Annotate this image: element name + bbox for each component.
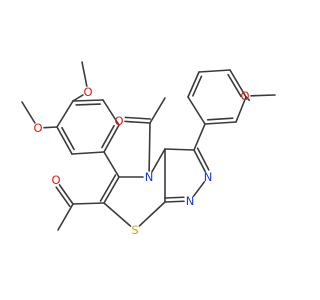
atom-n-triazole-b: N: [186, 194, 195, 208]
bond-cb1-ob1: [58, 184, 74, 205]
bond-ca1-oa1-second: [124, 116, 152, 120]
bond-ca1-oa1: [124, 120, 151, 124]
bond-b1-b2-second: [206, 117, 234, 121]
bond-n5-ca1: [148, 122, 151, 172]
bond-cb1-ob1-second: [55, 186, 71, 208]
bond-c8a-c3: [164, 148, 195, 151]
bond-b6-b1: [187, 96, 206, 125]
atom-o-acetyl-n: O: [114, 114, 123, 128]
bond-a1-c6: [103, 151, 120, 178]
bond-om3-cm3: [250, 94, 276, 97]
bond-b2-b3: [235, 96, 247, 123]
bond-a3-om2: [43, 126, 58, 129]
bond-c7-s: [103, 202, 132, 227]
bond-a6-a1-second: [101, 124, 115, 149]
bond-cb1-cb2: [57, 203, 74, 231]
bond-n5-c8a: [151, 148, 166, 173]
bond-c6-c7: [103, 176, 120, 204]
bond-a5-a6: [102, 99, 120, 126]
bond-b5-b6-second: [192, 75, 203, 97]
atom-o-ome3: O: [240, 89, 249, 103]
atom-o-ome1: O: [83, 85, 92, 99]
bond-a2-a3: [56, 126, 73, 155]
atom-s-ring: S: [131, 223, 138, 237]
bond-a6-a1: [103, 124, 120, 153]
bond-n1-c9: [164, 200, 185, 203]
atom-o-acetyl-c: O: [51, 173, 60, 187]
bond-layer: [21, 61, 276, 231]
bond-c6-c7-second: [99, 174, 117, 202]
bond-s-c9: [138, 201, 166, 227]
bond-b3-b4-second: [227, 73, 242, 98]
atom-n-triazole-a: N: [204, 170, 213, 184]
bond-b3-b4: [229, 69, 247, 98]
bond-ca1-ca2: [149, 97, 166, 124]
bond-c3-n2-second: [196, 147, 210, 171]
bond-b4-b5: [198, 69, 231, 73]
atom-n-ring: N: [145, 170, 154, 184]
bond-a2-a3-second: [61, 126, 75, 151]
bond-a3-a4: [56, 100, 74, 128]
bond-c3-b1: [193, 123, 206, 151]
bond-a4-a5-second: [75, 103, 101, 106]
bond-om1-cm1: [81, 61, 88, 87]
bond-b5-b6: [187, 71, 200, 98]
bond-a4-a5: [72, 99, 104, 102]
bond-a4-om1: [72, 94, 84, 102]
bond-c7-cb1: [72, 202, 105, 205]
bond-n1-c9-second: [164, 196, 185, 199]
bond-a1-a2: [71, 151, 105, 155]
bond-c3-n2: [193, 149, 207, 173]
atom-o-ome2: O: [33, 121, 42, 135]
bond-om2-cm2: [21, 101, 36, 124]
bond-b3-om3: [245, 96, 251, 102]
bond-b1-b2: [204, 121, 237, 125]
bond-n2-n1: [192, 181, 206, 197]
